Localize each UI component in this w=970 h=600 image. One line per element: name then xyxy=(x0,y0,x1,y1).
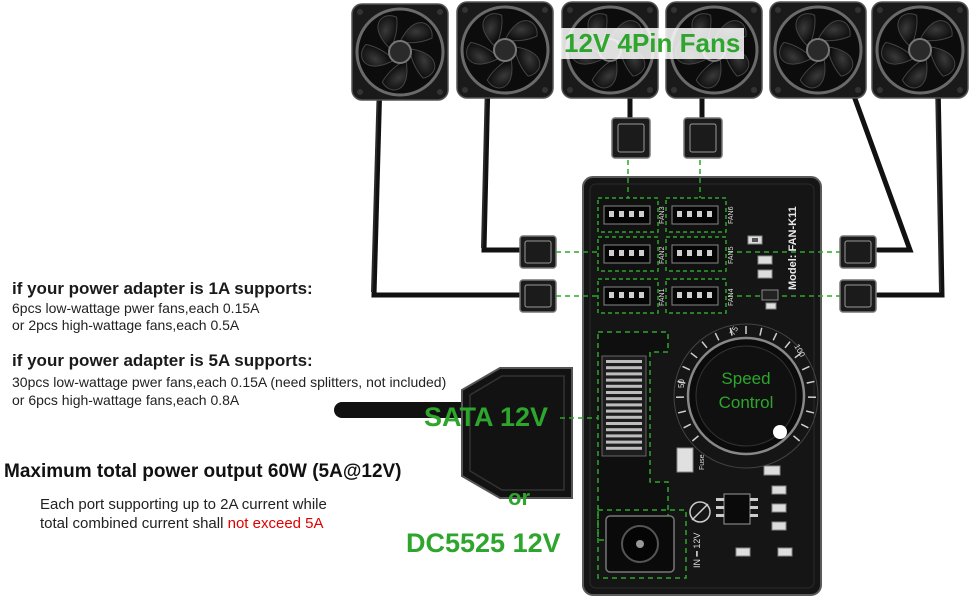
connector-icon xyxy=(519,279,557,313)
sata-plug xyxy=(461,367,573,499)
adapter-1a-line1: 6pcs low-wattage pwer fans,each 0.15A xyxy=(12,300,260,316)
sata-pin xyxy=(606,409,642,413)
smd-components xyxy=(676,235,793,557)
port-label-fan3: FAN3 xyxy=(659,206,666,224)
sata-pin xyxy=(606,446,642,450)
dial-tick-mark xyxy=(784,341,791,349)
dial-tick-mark xyxy=(690,352,698,359)
max-power-line: Maximum total power output 60W (5A@12V) xyxy=(4,461,402,482)
fans-title: 12V 4Pin Fans xyxy=(560,28,745,59)
port-label-fan2: FAN2 xyxy=(659,246,666,264)
port-note-prefix: total combined current shall xyxy=(40,515,228,532)
dial-tick-mark xyxy=(729,327,733,336)
speed-knob xyxy=(673,323,819,469)
dc-label: DC5525 12V xyxy=(406,528,561,558)
connector-icon xyxy=(839,279,877,313)
sata-pin xyxy=(606,360,642,363)
dial-tick-mark xyxy=(683,423,692,429)
connection-guides xyxy=(556,160,840,419)
adapter-5a-line2: or 6pcs high-wattage fans,each 0.8A xyxy=(12,392,240,408)
dial-tick-mark xyxy=(772,332,778,341)
sata-pin xyxy=(606,403,642,407)
sata-pin xyxy=(606,440,642,444)
port-note-line2: total combined current shall not exceed … xyxy=(40,515,324,532)
dial-tick-mark xyxy=(800,423,809,429)
adapter-5a-line1: 30pcs low-wattage pwer fans,each 0.15A (… xyxy=(12,374,447,390)
port-label-fan4: FAN4 xyxy=(728,288,735,306)
cable-highlights xyxy=(371,81,941,293)
adapter-5a-heading: if your power adapter is 5A supports: xyxy=(12,351,313,370)
dial-tick-mark xyxy=(805,410,815,414)
dial-tick-50: 50 xyxy=(677,379,686,388)
dial-tick-mark xyxy=(714,332,720,341)
port-note-warning: not exceed 5A xyxy=(227,515,324,532)
adapter-1a-line2: or 2pcs high-wattage fans,each 0.5A xyxy=(12,317,240,333)
dial-tick-mark xyxy=(801,365,810,371)
sata-pin xyxy=(606,384,642,388)
top-connectors xyxy=(611,117,723,159)
fan-icon xyxy=(870,0,970,100)
dial-tick-mark xyxy=(677,410,687,414)
dial-tick-mark xyxy=(794,352,802,359)
dc-jack xyxy=(597,509,687,579)
sata-pin xyxy=(606,434,642,438)
sata-pin xyxy=(606,366,642,370)
fan-header xyxy=(665,197,727,233)
dial-tick-mark xyxy=(793,435,801,442)
speed-label: Speed xyxy=(721,369,770,388)
dc-pin-label: IN ━ 12V xyxy=(692,533,702,568)
sata-label: SATA 12V xyxy=(424,402,549,432)
control-label: Control xyxy=(719,393,774,412)
port-note-line1: Each port supporting up to 2A current wh… xyxy=(40,496,327,513)
fan-header xyxy=(597,278,659,314)
dial-tick-mark xyxy=(691,435,699,442)
adapter-1a-heading: if your power adapter is 1A supports: xyxy=(12,279,313,298)
sata-header xyxy=(597,331,669,541)
port-label-fan6: FAN6 xyxy=(728,206,735,224)
sata-pin xyxy=(606,391,642,394)
sata-pin xyxy=(606,372,642,376)
or-label: or xyxy=(508,485,530,510)
dial-tick-mark xyxy=(682,365,691,371)
fan-icon xyxy=(350,2,450,102)
connector-icon xyxy=(839,235,877,269)
fan-icon xyxy=(768,0,868,100)
port-label-fan5: FAN5 xyxy=(728,246,735,264)
dial-tick-mark xyxy=(806,380,815,384)
fan-header xyxy=(597,197,659,233)
dial-tick-mark xyxy=(701,341,708,349)
dial-tick-mark xyxy=(759,327,763,336)
fan-header xyxy=(665,236,727,272)
fan-header xyxy=(665,278,727,314)
fan-icon xyxy=(455,0,555,100)
sata-pin xyxy=(606,428,642,432)
dial-tick-mark xyxy=(677,380,686,384)
connector-icon xyxy=(519,235,557,269)
sata-pin xyxy=(606,397,642,401)
sata-pin xyxy=(606,415,642,419)
sata-pin xyxy=(606,422,642,425)
sata-pin xyxy=(606,378,642,382)
fan-header xyxy=(597,236,659,272)
port-label-fan1: FAN1 xyxy=(659,288,666,306)
model-label: Model: FAN-K11 xyxy=(787,206,799,290)
fuse-label: Fuse xyxy=(699,454,706,470)
